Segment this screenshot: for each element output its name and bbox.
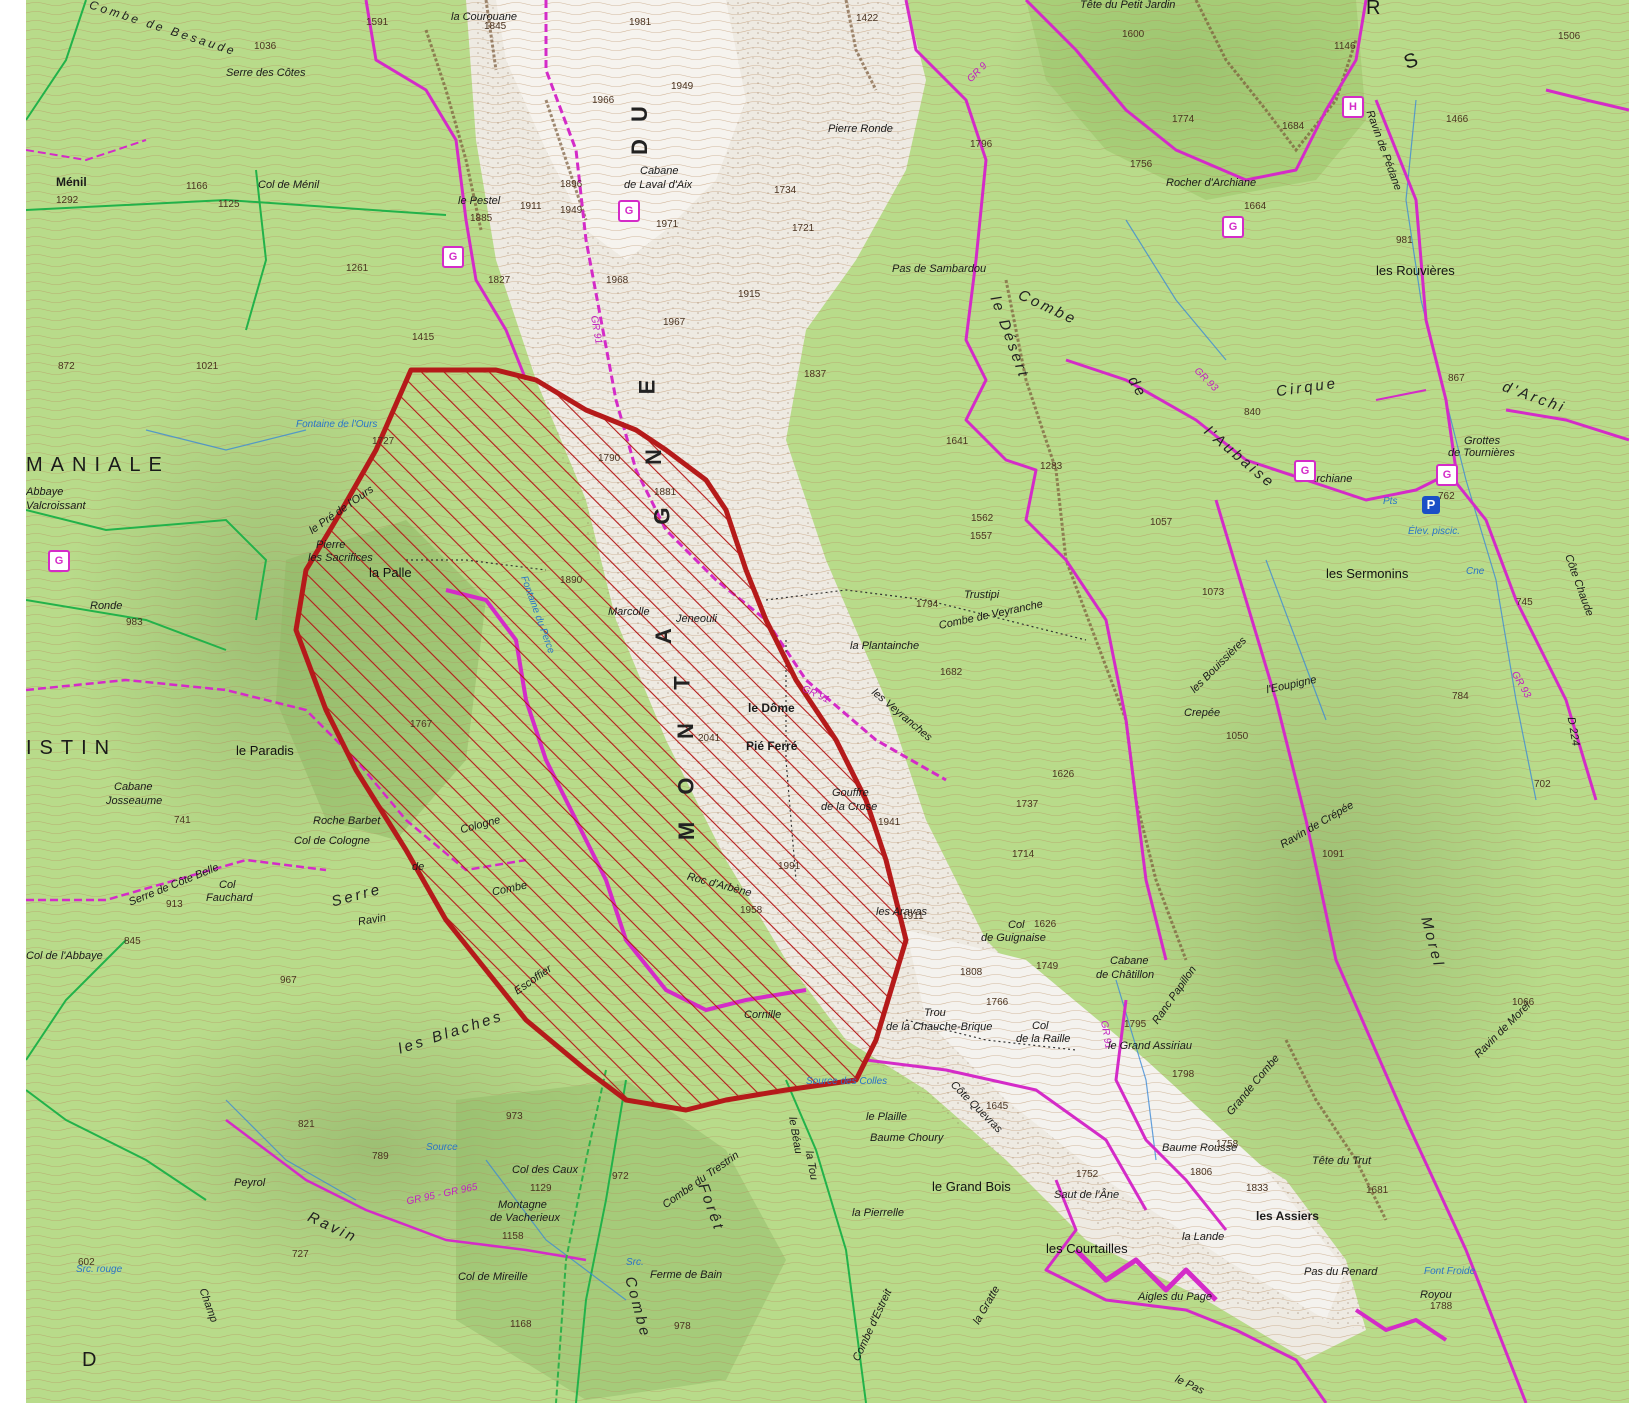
map-canvas[interactable] <box>26 0 1629 1403</box>
hatched-study-area[interactable] <box>293 367 909 1113</box>
topographic-map[interactable]: D U M O N T A G N E MANIALE ISTIN R S D … <box>26 0 1629 1403</box>
trail-gr95 <box>555 1069 607 1403</box>
forest-boundaries <box>26 0 867 1403</box>
streams <box>145 99 1537 1301</box>
contour-texture <box>26 0 1629 1403</box>
